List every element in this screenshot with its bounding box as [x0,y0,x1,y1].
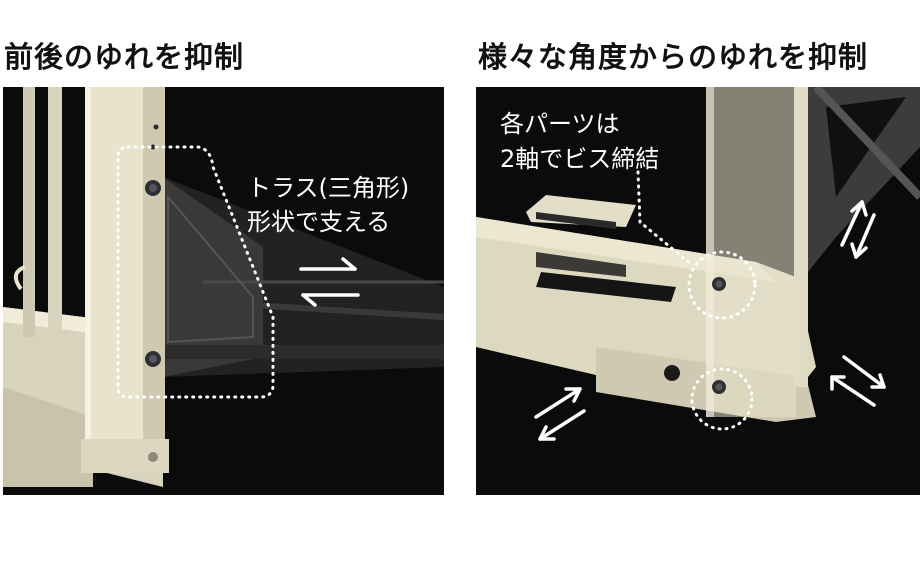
leader-line [636,170,694,267]
right-caption-line1: 各パーツは [500,110,620,138]
left-photo-panel: トラス(三角形) 形状で支える [3,87,444,495]
right-photo-panel: 各パーツは 2軸でビス締結 [476,87,920,495]
right-bracket-illustration [476,87,920,441]
right-caption-line2: 2軸でビス締結 [500,145,660,173]
back-forth-arrow-icon [299,257,360,307]
left-caption-line1: トラス(三角形) [247,174,410,202]
lower-bolt-highlight [690,367,754,431]
right-title: 様々な角度からのゆれを抑制 [478,40,869,74]
left-bracket-illustration [3,87,444,487]
upper-right-arrow-icon [840,200,876,259]
upper-bolt-highlight [687,250,757,320]
lower-right-arrow-icon [830,355,886,407]
lower-left-arrow-icon [534,387,586,441]
left-title: 前後のゆれを抑制 [4,40,245,74]
left-caption-line2: 形状で支える [247,208,391,236]
truss-highlight [116,145,275,399]
